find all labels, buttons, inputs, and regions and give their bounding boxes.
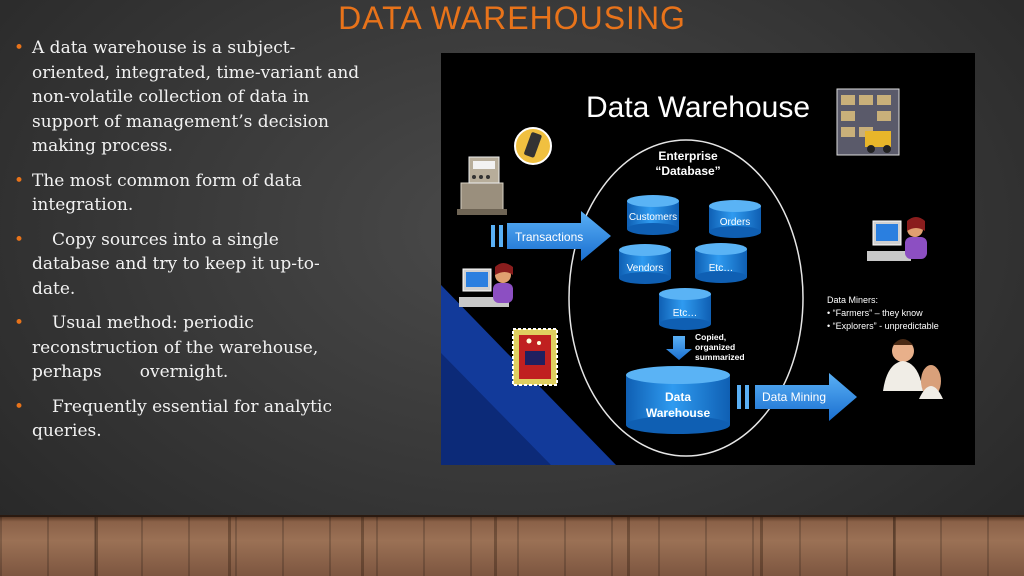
miners-item: • “Farmers” – they know — [827, 308, 923, 318]
down-arrow — [666, 336, 692, 360]
bullet-line: queries. — [32, 421, 102, 441]
svg-text:Warehouse: Warehouse — [646, 406, 711, 420]
database-cylinder: Customers — [627, 195, 679, 235]
data-warehouse-diagram: Data Warehouse Enterprise “Database” Cus… — [441, 53, 975, 465]
database-cylinder: Vendors — [619, 244, 671, 284]
computer-user-icon — [459, 263, 513, 307]
copy-note: summarized — [695, 352, 745, 362]
bullet-line: reconstruction of the warehouse, — [32, 337, 319, 358]
bullet-line: perhaps — [32, 362, 102, 382]
svg-text:Vendors: Vendors — [627, 263, 664, 274]
enterprise-label: “Database” — [655, 164, 720, 178]
svg-text:Data: Data — [665, 390, 691, 404]
stamp-icon — [512, 328, 558, 386]
bullet-item: • A data warehouse is a subject- oriente… — [10, 36, 390, 159]
svg-text:Etc…: Etc… — [709, 263, 733, 274]
data-mining-label: Data Mining — [762, 390, 826, 404]
bullet-line: The most common form of data — [32, 170, 302, 191]
bullet-line: oriented, integrated, time-variant and — [32, 62, 360, 83]
miners-item: • “Explorers” - unpredictable — [827, 321, 939, 331]
bullet-dot: • — [14, 38, 25, 58]
bullet-item: • Usual method: periodic reconstruction … — [10, 311, 390, 385]
bullet-list: • A data warehouse is a subject- oriente… — [10, 36, 390, 454]
bullet-item: • Frequently essential for analytic quer… — [10, 395, 390, 444]
transactions-label: Transactions — [515, 230, 583, 244]
cash-register-icon — [457, 156, 507, 215]
blue-wedge-shade — [441, 353, 551, 465]
bullet-line: overnight. — [139, 362, 229, 382]
bullet-line: non-volatile collection of data in — [32, 87, 310, 107]
database-cylinder: Orders — [709, 200, 761, 238]
bullet-line: Copy sources into a single — [52, 229, 279, 250]
bullet-line: A data warehouse is a subject- — [32, 38, 296, 58]
bullet-item: • Copy sources into a single database an… — [10, 228, 390, 302]
bullet-dot: • — [14, 313, 25, 333]
bullet-dot: • — [14, 170, 25, 191]
database-cylinder: Etc… — [659, 288, 711, 330]
diagram-canvas: Data Warehouse Enterprise “Database” Cus… — [441, 88, 943, 465]
miners-title: Data Miners: — [827, 295, 878, 305]
bullet-line: support of management’s decision — [32, 111, 329, 132]
thinking-people-icon — [883, 339, 943, 399]
copy-note: Copied, — [695, 332, 726, 342]
cell-phone-icon — [514, 127, 552, 165]
svg-text:Etc…: Etc… — [673, 308, 697, 319]
bullet-line: Usual method: periodic — [52, 313, 254, 333]
bullet-line: integration. — [32, 195, 134, 215]
svg-text:Customers: Customers — [629, 212, 677, 223]
data-mining-arrow: Data Mining — [737, 373, 857, 421]
bullet-dot: • — [14, 229, 25, 250]
wood-floor — [0, 515, 1024, 576]
enterprise-ellipse — [568, 139, 804, 457]
bullet-line: date. — [32, 278, 76, 299]
svg-text:Orders: Orders — [720, 217, 751, 228]
bullet-item: • The most common form of data integrati… — [10, 169, 390, 218]
bullet-dot: • — [14, 396, 25, 417]
database-cylinder: Etc… — [695, 243, 747, 283]
bullet-line: Frequently essential for analytic — [52, 396, 332, 417]
bullet-line: making process. — [32, 136, 173, 156]
diagram-title: Data Warehouse — [586, 91, 810, 124]
copy-note: organized — [695, 342, 735, 352]
enterprise-label: Enterprise — [658, 149, 718, 163]
data-warehouse-cylinder: Data Warehouse — [626, 366, 730, 434]
bullet-line: database and try to keep it up-to- — [32, 254, 320, 274]
analyst-user-icon — [867, 217, 927, 261]
slide-title: DATA WAREHOUSING — [338, 0, 686, 36]
warehouse-forklift-icon — [836, 88, 900, 156]
transactions-arrow: Transactions — [491, 211, 611, 261]
